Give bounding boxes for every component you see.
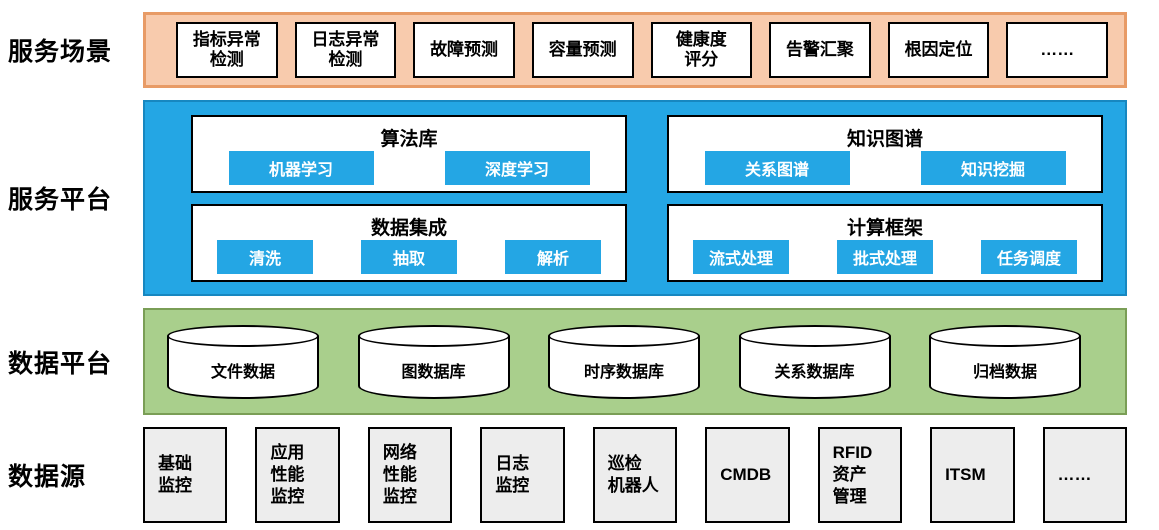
source-label: RFID 资产 管理 — [832, 442, 873, 507]
scenario-label: 指标异常 检测 — [192, 29, 261, 69]
row-service-scenarios: 服务场景 指标异常 检测 日志异常 检测 故障预测 容量预测 健康度 评分 告警… — [0, 12, 1159, 88]
panel-knowledge-graph: 知识图谱 关系图谱 知识挖掘 — [667, 115, 1103, 193]
database-label: 图数据库 — [401, 363, 466, 381]
source-itsm: ITSM — [930, 427, 1015, 523]
source-rfid-asset-management: RFID 资产 管理 — [817, 427, 903, 523]
source-label: CMDB — [720, 464, 772, 484]
panel-title: 计算框架 — [846, 218, 923, 239]
panel-title: 数据集成 — [370, 218, 447, 239]
btn-task-scheduling: 任务调度 — [981, 240, 1077, 274]
panel-buttons: 清洗 抽取 解析 — [193, 240, 625, 280]
btn-machine-learning: 机器学习 — [228, 151, 374, 185]
scenario-label: 故障预测 — [430, 39, 499, 59]
db-timeseries-database: 时序数据库 — [548, 324, 700, 399]
btn-stream-processing: 流式处理 — [693, 240, 789, 274]
cylinder-top — [548, 324, 700, 347]
source-label: 基础 监控 — [158, 453, 192, 495]
source-label: 应用 性能 监控 — [270, 442, 305, 507]
scenario-log-anomaly: 日志异常 检测 — [294, 22, 397, 78]
panel-compute-framework: 计算框架 流式处理 批式处理 任务调度 — [667, 204, 1103, 282]
scenario-ellipsis: …… — [1006, 22, 1108, 78]
data-sources-strip: 基础 监控 应用 性能 监控 网络 性能 监控 日志 监控 巡检 机器人 CMD… — [143, 427, 1127, 523]
scenario-label: 告警汇聚 — [785, 39, 854, 59]
scenario-label: 根因定位 — [904, 39, 973, 59]
btn-extraction: 抽取 — [361, 240, 457, 274]
panel-buttons: 关系图谱 知识挖掘 — [669, 151, 1101, 191]
source-label: …… — [1057, 464, 1092, 484]
db-archive-data: 归档数据 — [929, 324, 1081, 399]
cylinder-body — [929, 335, 1081, 399]
scenario-health-score: 健康度 评分 — [650, 22, 753, 78]
database-label: 时序数据库 — [583, 363, 664, 381]
scenario-label: 容量预测 — [548, 39, 617, 59]
row-data-platform: 数据平台 文件数据 图数据库 时序数据库 关系数据库 — [0, 308, 1159, 415]
db-relational-database: 关系数据库 — [738, 324, 891, 399]
cylinder-top — [357, 324, 510, 347]
panel-title: 算法库 — [380, 129, 438, 150]
source-basic-monitoring: 基础 监控 — [143, 427, 228, 523]
panel-title: 知识图谱 — [846, 129, 923, 150]
scenario-capacity-prediction: 容量预测 — [531, 22, 634, 78]
panel-buttons: 机器学习 深度学习 — [193, 151, 625, 191]
source-app-performance-monitoring: 应用 性能 监控 — [255, 427, 340, 523]
layer-label-service-platform: 服务平台 — [8, 186, 113, 214]
cylinder-top — [167, 324, 319, 347]
row-service-platform: 服务平台 算法库 机器学习 深度学习 知识图谱 关系图谱 知识挖掘 数据集成 — [0, 100, 1159, 296]
database-label: 关系数据库 — [774, 363, 855, 381]
data-platform-band: 文件数据 图数据库 时序数据库 关系数据库 归档数据 — [143, 308, 1127, 415]
db-file-data: 文件数据 — [167, 324, 319, 399]
database-label: 归档数据 — [972, 363, 1037, 381]
btn-batch-processing: 批式处理 — [837, 240, 933, 274]
panel-algorithm-library: 算法库 机器学习 深度学习 — [191, 115, 627, 193]
source-label: 网络 性能 监控 — [382, 442, 417, 507]
layer-label-data-sources: 数据源 — [8, 463, 87, 491]
source-ellipsis: …… — [1042, 427, 1127, 523]
source-label: ITSM — [945, 464, 986, 484]
cylinder-top — [738, 324, 891, 347]
btn-cleaning: 清洗 — [217, 240, 313, 274]
source-network-performance-monitoring: 网络 性能 监控 — [367, 427, 453, 523]
source-label: 巡检 机器人 — [607, 453, 659, 495]
scenario-alert-aggregation: 告警汇聚 — [769, 22, 871, 78]
btn-knowledge-mining: 知识挖掘 — [920, 151, 1066, 185]
service-platform-band: 算法库 机器学习 深度学习 知识图谱 关系图谱 知识挖掘 数据集成 清洗 抽取 — [143, 100, 1127, 296]
source-log-monitoring: 日志 监控 — [480, 427, 565, 523]
scenario-label: …… — [1040, 39, 1075, 59]
db-graph-database: 图数据库 — [357, 324, 510, 399]
service-scenarios-band: 指标异常 检测 日志异常 检测 故障预测 容量预测 健康度 评分 告警汇聚 根因… — [143, 12, 1127, 88]
btn-relation-graph: 关系图谱 — [704, 151, 850, 185]
source-label: 日志 监控 — [495, 453, 530, 495]
panel-data-integration: 数据集成 清洗 抽取 解析 — [191, 204, 627, 282]
scenario-label: 健康度 评分 — [675, 29, 727, 69]
scenario-root-cause: 根因定位 — [887, 22, 990, 78]
scenario-metric-anomaly: 指标异常 检测 — [176, 22, 278, 78]
scenario-fault-prediction: 故障预测 — [413, 22, 515, 78]
scenario-label: 日志异常 检测 — [311, 29, 380, 69]
row-data-sources: 数据源 基础 监控 应用 性能 监控 网络 性能 监控 日志 监控 巡检 机器人… — [0, 427, 1159, 523]
btn-deep-learning: 深度学习 — [444, 151, 590, 185]
source-inspection-robot: 巡检 机器人 — [592, 427, 678, 523]
source-cmdb: CMDB — [705, 427, 790, 523]
panel-buttons: 流式处理 批式处理 任务调度 — [669, 240, 1101, 280]
cylinder-top — [929, 324, 1081, 347]
layer-label-service-scenarios: 服务场景 — [8, 38, 113, 66]
database-label: 文件数据 — [210, 363, 275, 381]
layer-label-data-platform: 数据平台 — [8, 349, 113, 378]
btn-parsing: 解析 — [505, 240, 601, 274]
